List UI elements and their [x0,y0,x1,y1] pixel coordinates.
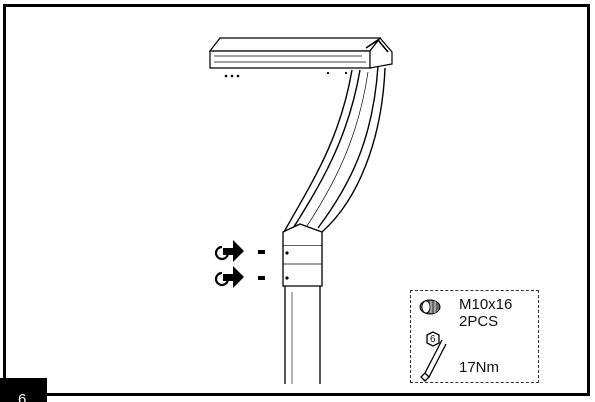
set-screw-upper [258,250,265,254]
diagram-frame [3,4,590,396]
curved-arm [283,65,386,233]
head-front-face [209,50,371,69]
pole [284,286,321,384]
head-screw-dots [224,71,348,78]
torque-label: 17Nm [459,359,500,376]
arrow-right-icon [223,240,244,288]
bolt-size-label: M10x16 [459,296,513,313]
hex-key-size-badge [426,331,440,347]
set-screws [258,250,265,280]
spec-box: M10x16 2PCS 17Nm 6 [410,290,539,383]
clockwise-rotate-icon [214,245,230,287]
step-badge: 6 [0,378,47,402]
hex-key-size-label: 6 [430,334,436,345]
head-top-face [208,37,382,52]
hex-key-icon [420,331,447,382]
step-number: 6 [18,391,27,402]
bolt-icon [419,299,441,315]
bolt-quantity-label: 2PCS [459,313,499,330]
luminaire-head [208,37,393,69]
set-screw-lower [258,276,265,280]
pole-socket [282,223,323,287]
